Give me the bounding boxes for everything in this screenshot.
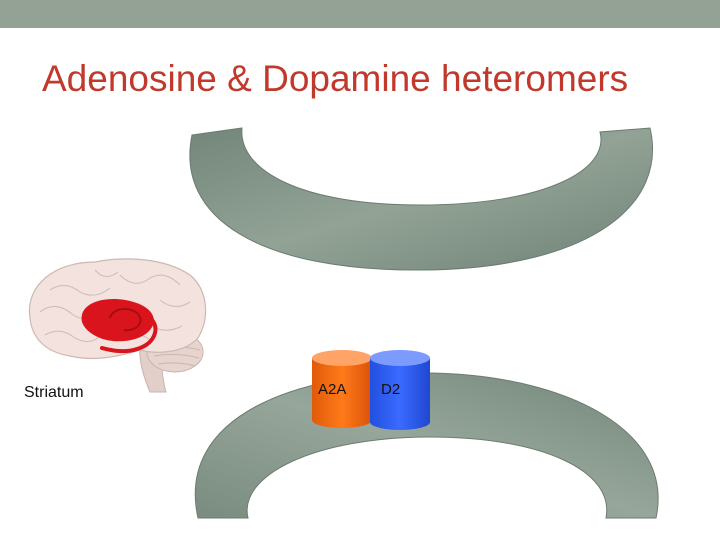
striatum-label: Striatum [24, 384, 84, 401]
slide-title: Adenosine & Dopamine heteromers [42, 58, 629, 99]
top-bar [0, 0, 720, 28]
d2-receptor [370, 350, 430, 430]
a2a-label: A2A [318, 381, 347, 398]
d2-label: D2 [381, 381, 401, 398]
brain-icon [28, 258, 207, 393]
lower-membrane [194, 372, 659, 519]
a2a-receptor [312, 350, 372, 428]
upper-membrane [189, 127, 654, 271]
